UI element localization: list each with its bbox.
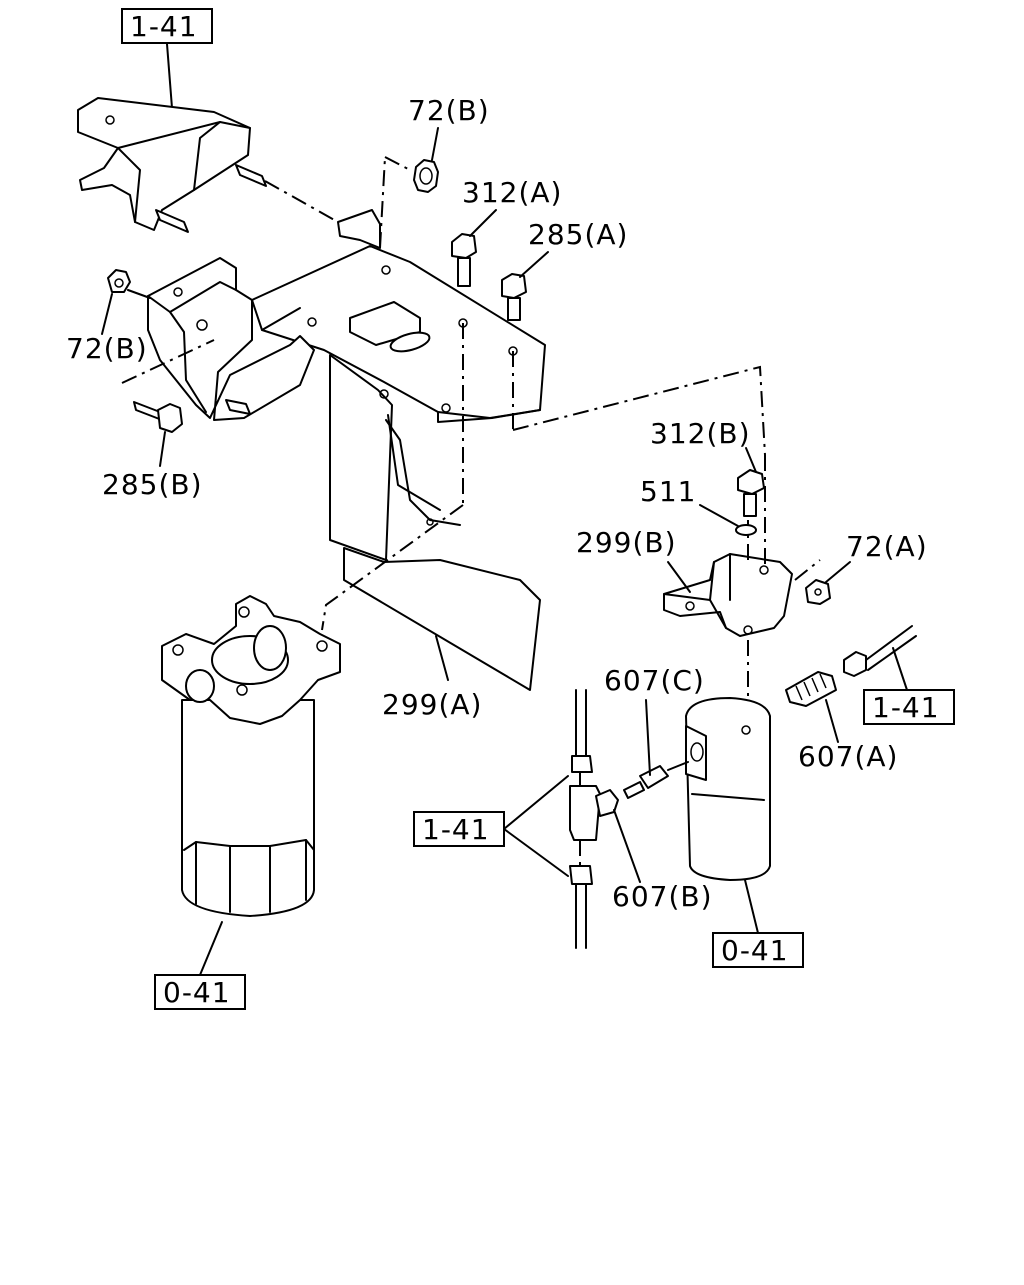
callout-312b: 312(B) (650, 417, 751, 450)
callout-72a: 72(A) (846, 530, 928, 563)
fuel-filter-right (685, 697, 771, 881)
flange-nut-72b-top (413, 159, 439, 193)
bolt-285b (133, 401, 183, 433)
callout-72b-left: 72(B) (66, 332, 148, 365)
flange-nut-72b-left (107, 269, 131, 293)
callout-285a: 285(A) (528, 218, 628, 251)
main-bracket-299a (147, 209, 546, 691)
callout-72b-top: 72(B) (408, 94, 490, 127)
ref-box-filter-left: 0-41 (154, 974, 246, 1010)
callout-299a: 299(A) (382, 688, 482, 721)
upper-bracket (77, 97, 267, 233)
connector-607c (623, 761, 689, 799)
bolt-312a (451, 233, 477, 287)
ref-right-label: 1-41 (872, 691, 940, 724)
ref-filter-left-label: 0-41 (163, 976, 231, 1009)
callout-607b: 607(B) (612, 880, 713, 913)
callout-285b: 285(B) (102, 468, 203, 501)
flange-nut-72a (805, 579, 831, 605)
fuel-filter-left (161, 595, 341, 917)
ref-filter-right-label: 0-41 (721, 934, 789, 967)
washer-511 (735, 524, 757, 536)
callout-607a: 607(A) (798, 740, 898, 773)
ref-center-label: 1-41 (422, 813, 490, 846)
ref-box-filter-right: 0-41 (712, 932, 804, 968)
ref-box-top-left: 1-41 (121, 8, 213, 44)
ref-box-right: 1-41 (863, 689, 955, 725)
callout-511: 511 (640, 475, 696, 508)
bolt-312b (737, 469, 765, 517)
callout-607c: 607(C) (604, 664, 705, 697)
callout-312a: 312(A) (462, 176, 562, 209)
ref-top-left-label: 1-41 (130, 10, 198, 43)
bracket-299b (663, 553, 793, 637)
ref-box-center: 1-41 (413, 811, 505, 847)
bolt-285a (501, 273, 527, 321)
connector-607a (785, 625, 917, 707)
callout-299b: 299(B) (576, 526, 677, 559)
fuel-line-tee (569, 689, 619, 949)
